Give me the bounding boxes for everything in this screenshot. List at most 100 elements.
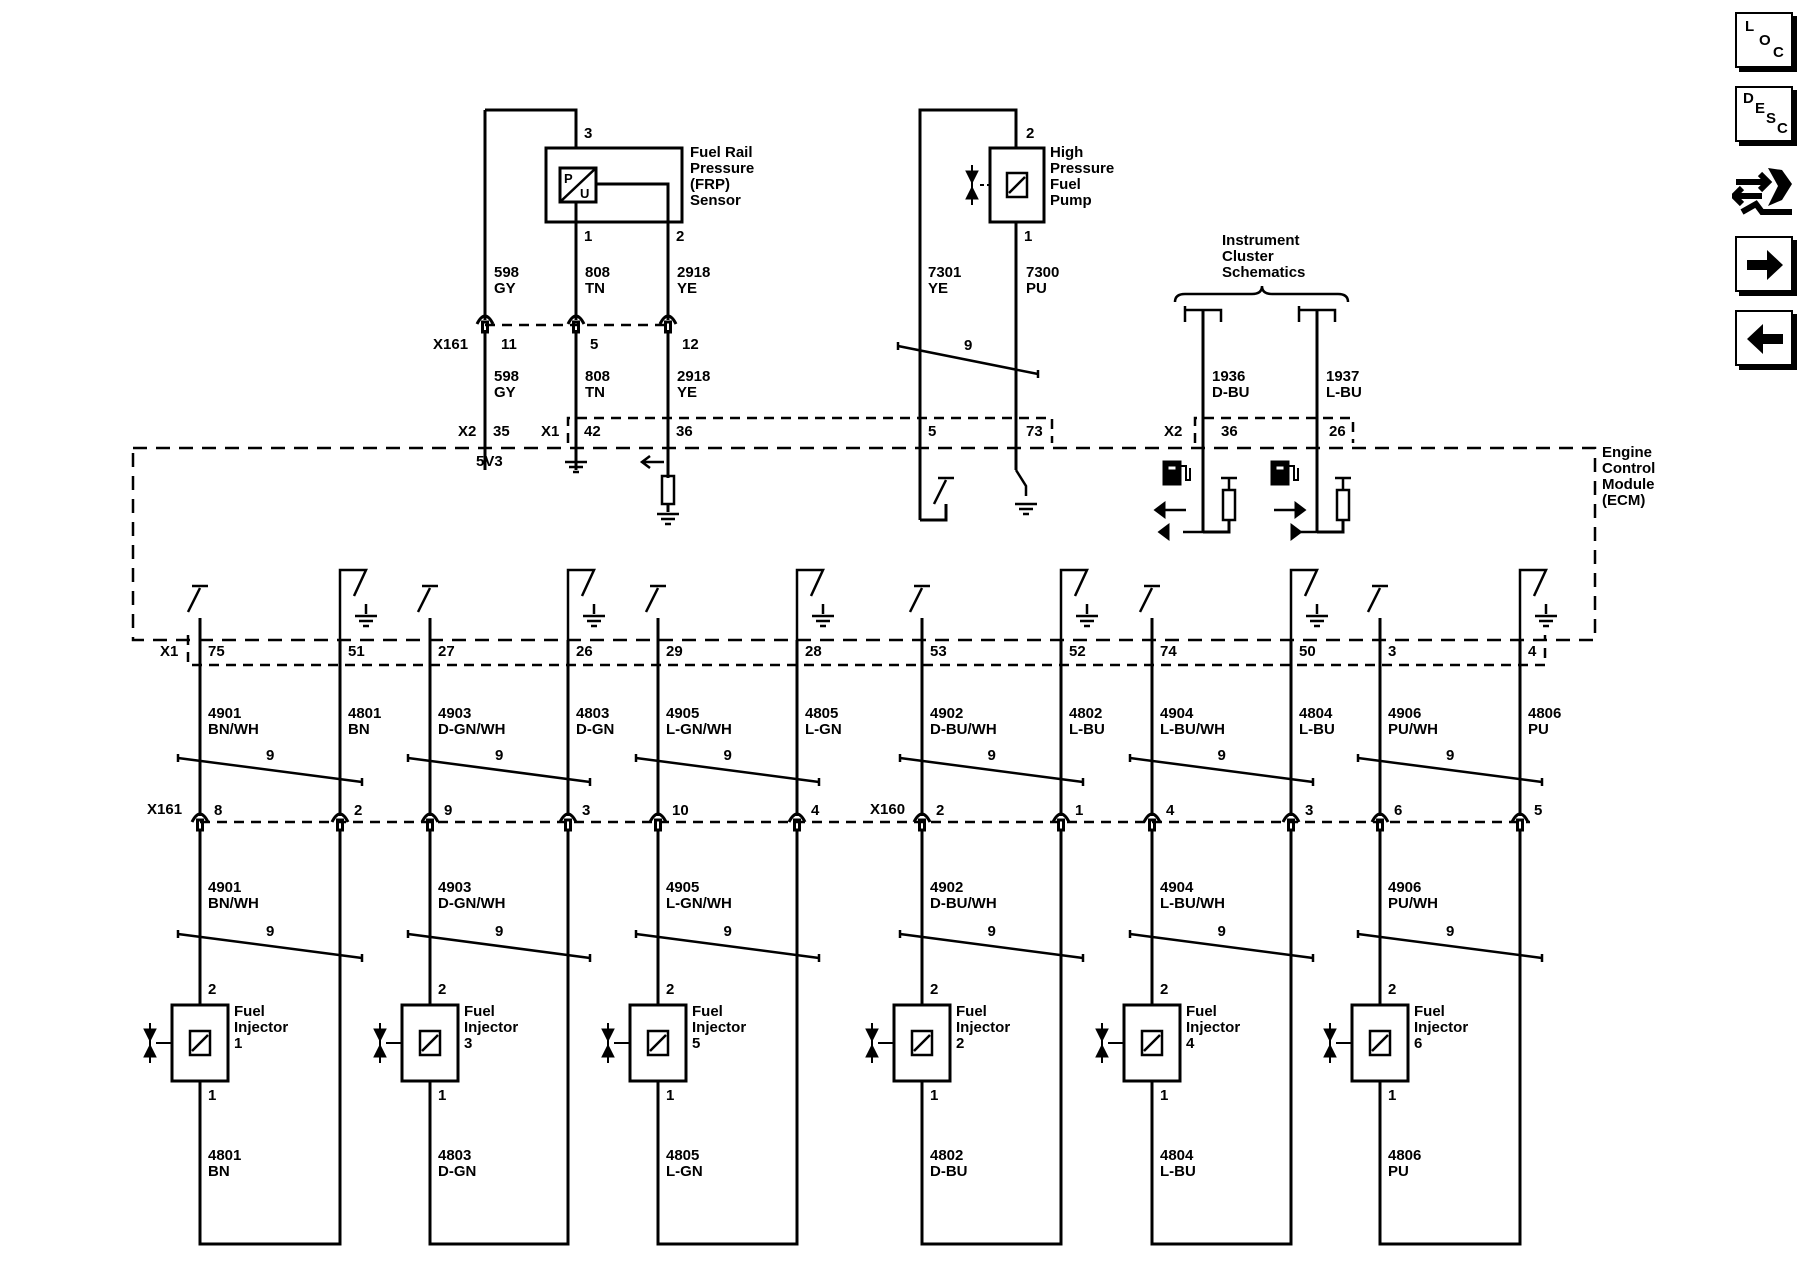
injector-3-socket-hi [420,812,440,823]
injector-4-lo-color-bottom: L-BU [1160,1163,1196,1180]
injector-2-name: Fuel [956,1003,987,1020]
location-button[interactable]: L O C [1735,12,1793,68]
injector-1-twist-upper [177,756,363,784]
ecm-pin-36: 36 [676,423,693,440]
injector-1-coil [188,1029,212,1057]
hp-pump-pin-1: 1 [1024,228,1032,245]
injector-5-valve [601,1028,615,1058]
wire-1936-color: D-BU [1212,384,1250,401]
frp-sensor-box [544,146,684,224]
injector-5-ecm-pin-hi: 29 [666,643,683,660]
injector-5-pin-2: 2 [666,981,674,998]
wire-1937-color: L-BU [1326,384,1362,401]
injector-3-lo-circuit-bottom: 4803 [438,1147,471,1164]
description-button[interactable]: D E S C [1735,86,1793,142]
injector-1-lo-ground [355,614,377,628]
injector-3-name: Fuel [464,1003,495,1020]
injector-4-pin-1: 1 [1160,1087,1168,1104]
ecm-pin-35: 35 [493,423,510,440]
ecm-x2-ic-label: X2 [1164,423,1182,440]
ic-connector-1 [1297,306,1337,322]
injector-5-lo-ground [812,614,834,628]
injector-3-return-4803 [428,830,570,1246]
injector-4-twist-lower [1129,932,1314,960]
injector-2-hi-switch-blade [908,587,924,613]
injector-1-socket-lo [330,812,350,823]
injector-1-lo-circuit: 4801 [348,705,381,722]
injector-3-socket-hi-pin [426,818,434,832]
injector-1-socket-hi [190,812,210,823]
loc-letter-c: C [1773,44,1784,61]
ic-input-1937-arrow [1294,501,1307,519]
injector-6-socket-lo-pin [1516,818,1524,832]
frp-u-letter: U [580,186,589,201]
x161-bottom-label: X161 [147,801,182,818]
ecm-x2-label: X2 [458,423,476,440]
injector-5-ecm-pin-lo: 28 [805,643,822,660]
fuel-gauge-icon-1937-window [1273,463,1287,473]
injector-2-name2: Injector [956,1019,1010,1036]
injector-2-valve [865,1028,879,1058]
injector-2-lo-color: L-BU [1069,721,1105,738]
injector-6-twist-lower-label: 9 [1446,923,1454,940]
injector-4-lo-ground [1306,614,1328,628]
injector-4-twist-upper [1129,756,1314,784]
injector-4-hi-circuit-lower: 4904 [1160,879,1194,896]
connector-info-icon[interactable] [1729,160,1796,222]
ecm-label-1: Control [1602,460,1655,477]
wire-808-color-lower: TN [585,384,605,401]
injector-1-twist-lower [177,932,363,960]
injector-5-name: Fuel [692,1003,723,1020]
injector-6-name: Fuel [1414,1003,1445,1020]
hp-pump-label-3: Pump [1050,192,1092,209]
injector-3-twist-upper-label: 9 [495,747,503,764]
injector-6-lo-switch [1518,568,1548,640]
ecm-x1-bottom-label: X1 [160,643,178,660]
injector-1-return-4801 [198,830,342,1246]
injector-2-coil [910,1029,934,1057]
injector-4-coil [1140,1029,1164,1057]
hp-pump-label-2: Fuel [1050,176,1081,193]
injector-2-ecm-pin-hi: 53 [930,643,947,660]
wire-2918-color: YE [677,280,697,297]
arrow-right-icon [1747,250,1783,280]
injector-1-lo-color: BN [348,721,370,738]
injector-5-socket-lo-pin [793,818,801,832]
next-page-button[interactable] [1735,236,1793,292]
injector-1-lo-circuit-bottom: 4801 [208,1147,241,1164]
injector-2-x-pin-lo: 1 [1075,802,1083,819]
previous-page-button[interactable] [1735,310,1793,366]
injector-2-twist-upper-label: 9 [988,747,996,764]
ecm-x1-label: X1 [541,423,559,440]
injector-4-hi-switch-blade [1138,587,1154,613]
injector-6-pin-1: 1 [1388,1087,1396,1104]
ecm-boundary [131,446,1597,642]
injector-1-x-pin-lo: 2 [354,802,362,819]
injector-5-number: 5 [692,1035,700,1052]
injector-5-hi-switch-blade [644,587,660,613]
injector-5-coil-slash [649,1034,667,1052]
wire-1936-circuit: 1936 [1212,368,1245,385]
ecm-ic-connector-box [1193,416,1355,443]
wire-7301-circuit: 7301 [928,264,961,281]
hp-pump-low-driver [920,504,948,522]
ecm-pin-42: 42 [584,423,601,440]
injector-4-socket-lo-pin [1287,818,1295,832]
injector-4-lo-color: L-BU [1299,721,1335,738]
injector-5-hi-color: L-GN/WH [666,721,732,738]
injector-3-socket-lo [558,812,578,823]
injector-4-valve [1095,1028,1109,1058]
injector-2-hi-color: D-BU/WH [930,721,997,738]
injector-2-ecm-pin-lo: 52 [1069,643,1086,660]
arrow-left-icon [1747,324,1783,354]
injector-6-number: 6 [1414,1035,1422,1052]
injector-6-x-pin-hi: 6 [1394,802,1402,819]
injector-5-return-4805 [656,830,799,1246]
pump-twisted-pair [897,344,1039,376]
injector-1-pin-2: 2 [208,981,216,998]
injector-3-twist-lower-label: 9 [495,923,503,940]
injector-6-socket-lo [1510,812,1530,823]
injector-6-hi-switch-blade [1366,587,1382,613]
wire-808-color: TN [585,280,605,297]
injector-4-ecm-pin-lo: 50 [1299,643,1316,660]
